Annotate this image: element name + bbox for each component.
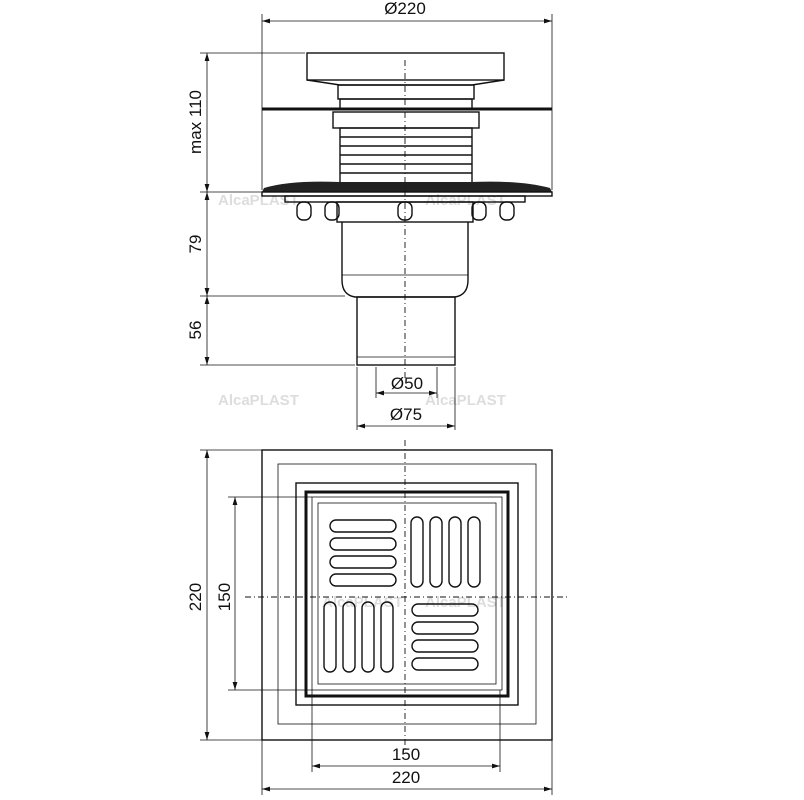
svg-text:AlcaPLAST: AlcaPLAST: [218, 392, 299, 409]
dim-diameter-outer: Ø75: [390, 405, 422, 424]
svg-text:AlcaPLAST: AlcaPLAST: [425, 594, 506, 611]
dim-outer-width: 220: [392, 768, 420, 787]
dim-outer-height: 220: [186, 583, 205, 611]
svg-text:AlcaPLAST: AlcaPLAST: [322, 594, 403, 611]
dim-height-max: max 110: [186, 90, 205, 154]
svg-text:AlcaPLAST: AlcaPLAST: [218, 192, 299, 209]
dim-diameter-inner: Ø50: [391, 374, 423, 393]
svg-text:AlcaPLAST: AlcaPLAST: [425, 392, 506, 409]
dim-grate-width: 150: [392, 745, 420, 764]
dim-diameter-top: Ø220: [384, 0, 426, 18]
top-view: 220 150 150 220: [186, 440, 568, 795]
dim-grate-height: 150: [215, 583, 234, 611]
grate-slots: [323, 516, 481, 673]
side-view: Ø220: [186, 0, 553, 430]
svg-text:AlcaPLAST: AlcaPLAST: [425, 192, 506, 209]
watermarks: AlcaPLAST AlcaPLAST AlcaPLAST AlcaPLAST …: [218, 192, 506, 611]
dim-height-body: 79: [186, 235, 205, 254]
dim-height-pipe: 56: [186, 321, 205, 340]
